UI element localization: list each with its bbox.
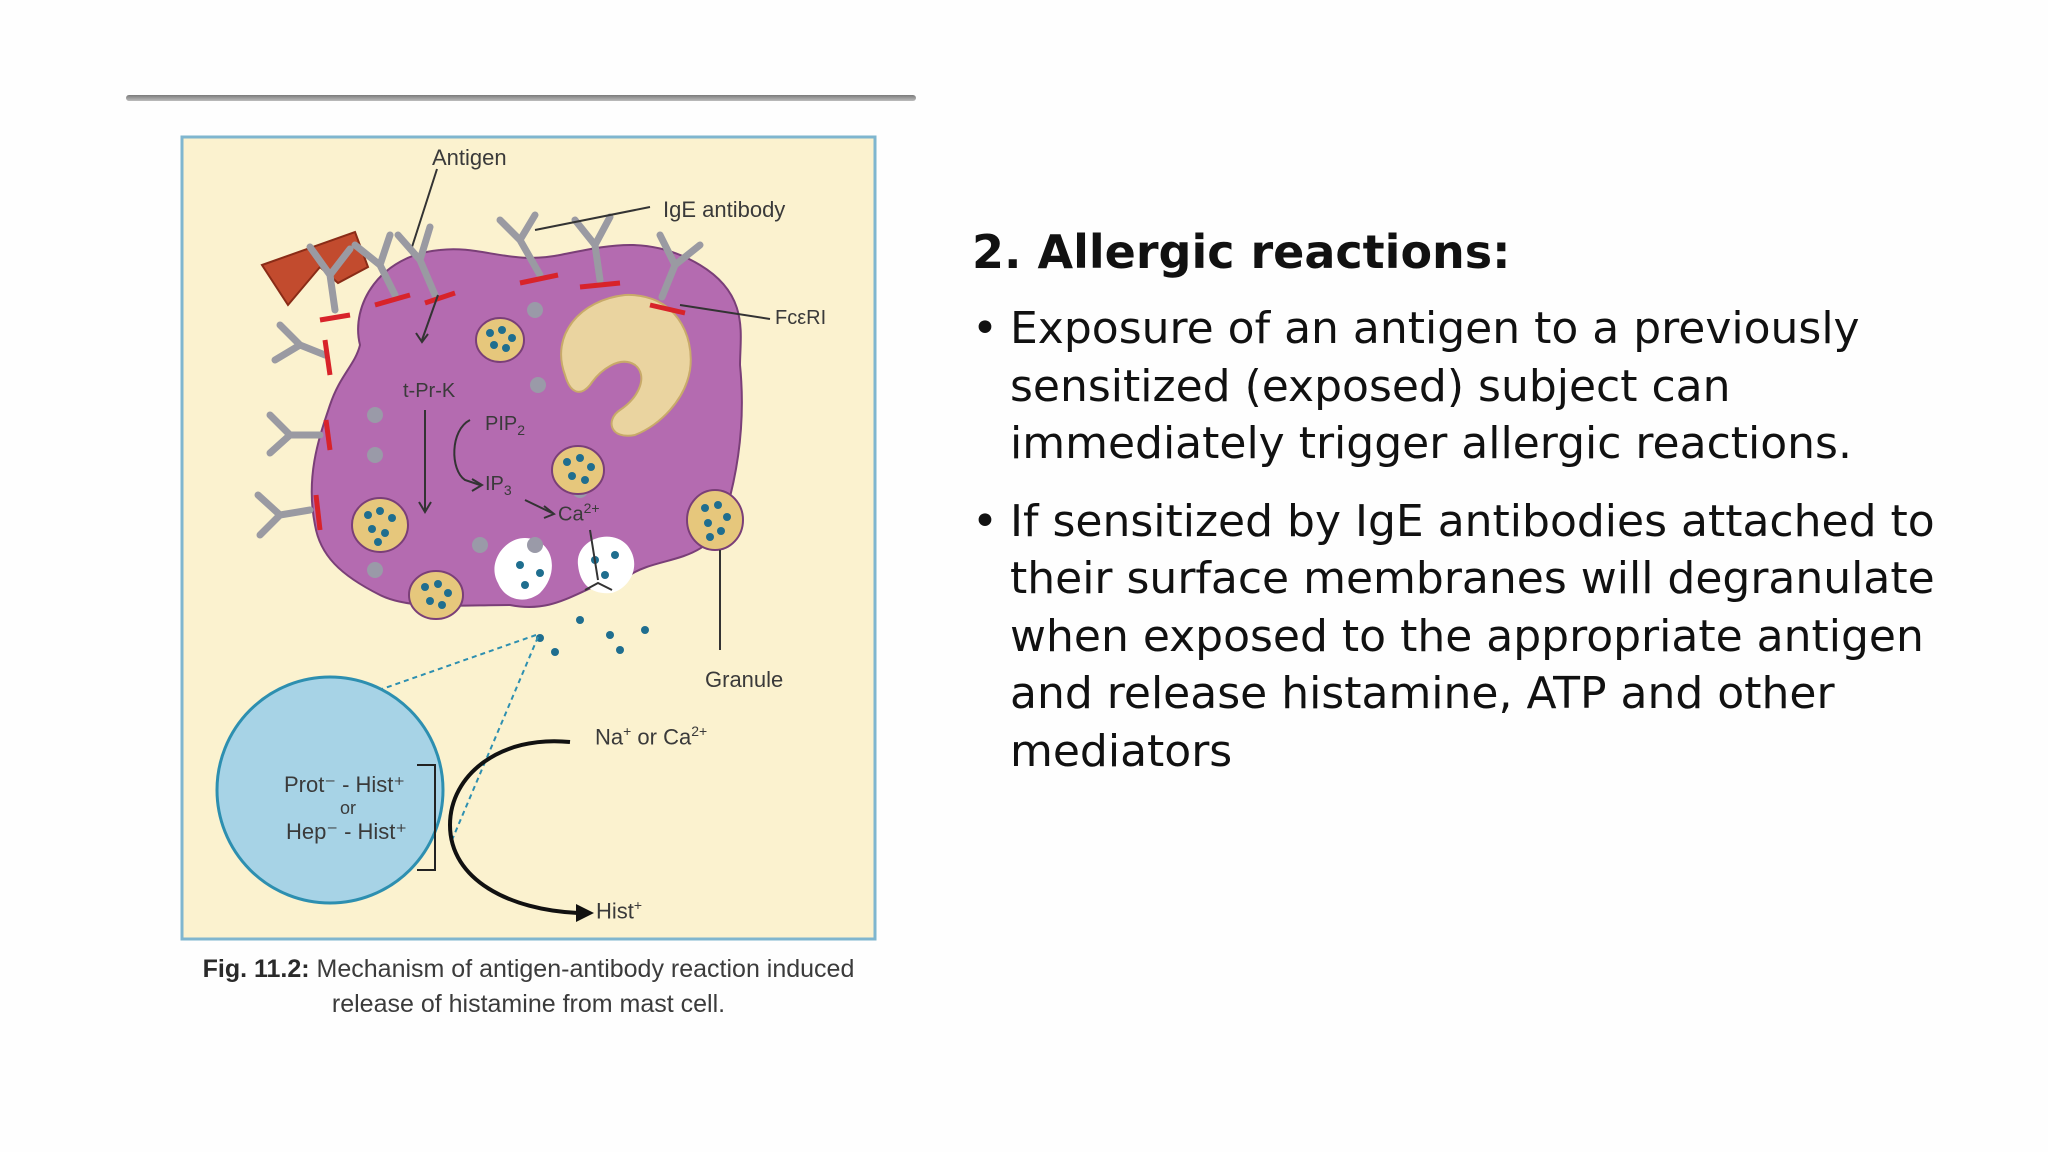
ige-antibodies	[254, 211, 704, 539]
fc-receptors	[313, 272, 686, 531]
caption-label: Fig. 11.2:	[202, 955, 310, 983]
figure-caption: Fig. 11.2: Mechanism of antigen-antibody…	[180, 952, 877, 1022]
label-or: or	[340, 798, 357, 818]
label-na-or-ca: Na+ or Ca2+	[595, 723, 708, 750]
degranulation-pocket-2	[577, 536, 635, 594]
antigen-shape	[260, 230, 370, 307]
granule-2	[551, 445, 605, 495]
granule-1	[475, 317, 525, 363]
bullet-item: • Exposure of an antigen to a previously…	[972, 300, 1972, 473]
top-divider	[126, 95, 916, 101]
bullet-text: Exposure of an antigen to a previously s…	[1010, 303, 1860, 469]
granule-5	[686, 489, 744, 551]
label-antigen: Antigen	[432, 145, 507, 170]
granule-3	[351, 497, 409, 553]
label-fc-receptor: FcεRI	[775, 307, 827, 329]
mast-cell-diagram	[180, 135, 877, 941]
cell-nucleus	[560, 293, 692, 437]
slide-heading: 2. Allergic reactions:	[972, 225, 1511, 279]
label-ige-antibody: IgE antibody	[663, 197, 786, 222]
label-hist-out: Hist+	[596, 897, 643, 924]
label-tprk: t-Pr-K	[403, 380, 456, 402]
bullet-icon: •	[972, 495, 998, 547]
bullet-text: If sensitized by IgE antibodies attached…	[1010, 495, 1935, 777]
label-ip3: IP3	[485, 473, 512, 498]
released-granule-dots	[516, 551, 649, 656]
bullet-icon: •	[972, 303, 998, 354]
degranulation-pocket-1	[494, 538, 552, 600]
label-ca: Ca2+	[558, 500, 600, 526]
bullet-list: • Exposure of an antigen to a previously…	[972, 300, 1972, 780]
bullet-item: • If sensitized by IgE antibodies attach…	[972, 493, 1972, 781]
mast-cell-figure: Antigen IgE antibody FcεRI t-Pr-K PIP2 I…	[180, 135, 877, 941]
caption-text: Mechanism of antigen-antibody reaction i…	[309, 955, 855, 1018]
label-pip2: PIP2	[485, 413, 526, 438]
granule-4	[408, 570, 464, 620]
slide-text: 2. Allergic reactions: • Exposure of an …	[972, 222, 1972, 800]
label-hep-hist: Hep⁻ - Hist⁺	[286, 819, 408, 844]
zoom-circle	[215, 675, 445, 905]
label-prot-hist: Prot⁻ - Hist⁺	[284, 772, 406, 797]
label-granule: Granule	[705, 667, 784, 692]
